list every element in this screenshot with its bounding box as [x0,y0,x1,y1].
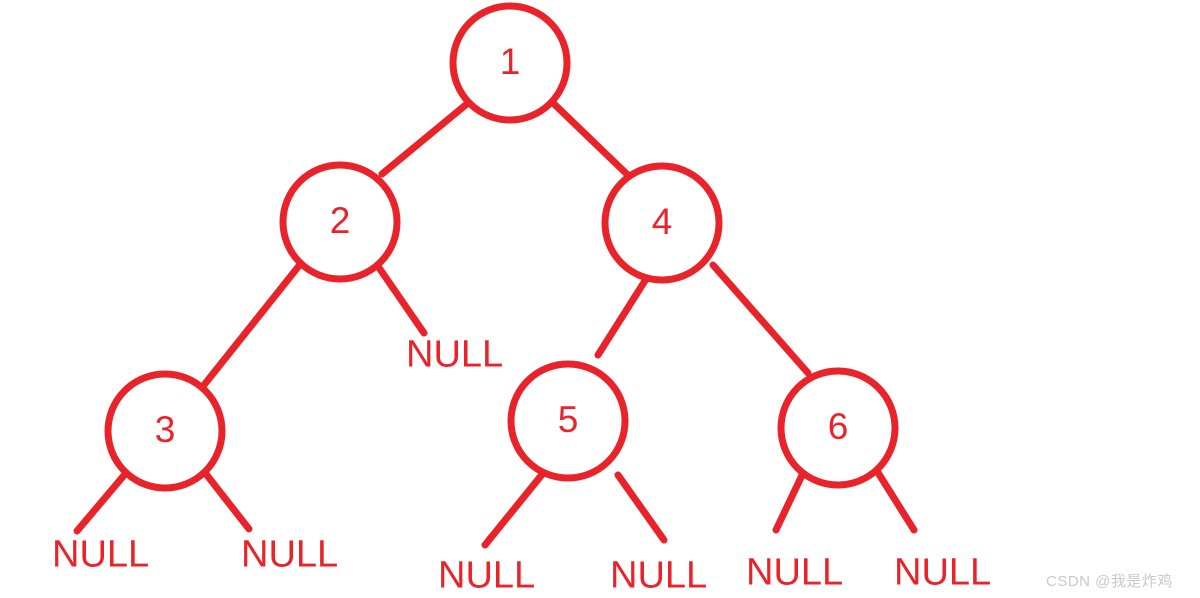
tree-edge-edge-2-3 [200,258,306,389]
tree-edge-edge-6-nullR [873,467,918,534]
null-label-null-2-right: NULL [406,333,503,375]
tree-edge-edge-5-nullR [614,471,668,544]
node-label-6: 6 [828,406,849,447]
node-label-5: 5 [558,399,579,440]
csdn-watermark: CSDN @我是炸鸡 [1046,573,1173,590]
tree-node-6[interactable]: 6 [777,367,899,489]
null-labels-layer: NULL NULL NULL NULL NULL NULL NULL [52,333,991,596]
null-label-null-5-left: NULL [438,554,535,596]
edges-layer [73,97,918,549]
tree-node-2[interactable]: 2 [279,161,401,283]
tree-edge-edge-4-5 [594,272,652,359]
tree-edge-edge-2-null [369,255,428,337]
tree-edge-edge-3-nullL [73,469,130,535]
node-circle-6 [777,367,899,489]
null-label-null-3-left: NULL [52,533,149,575]
node-circle-1 [449,2,571,124]
tree-node-1[interactable]: 1 [449,2,571,124]
null-label-null-5-right: NULL [610,554,707,596]
tree-edge-edge-6-nullL [772,467,808,534]
tree-node-4[interactable]: 4 [601,162,723,284]
tree-edge-edge-4-6 [709,261,812,377]
node-label-4: 4 [652,201,673,242]
node-label-1: 1 [500,41,521,82]
null-label-null-6-left: NULL [746,551,843,593]
node-circle-4 [601,162,723,284]
tree-edge-edge-3-nullR [202,470,253,533]
node-label-2: 2 [330,200,351,241]
node-circle-2 [279,161,401,283]
null-label-null-3-right: NULL [241,533,338,575]
tree-node-3[interactable]: 3 [104,370,226,492]
null-label-null-6-right: NULL [894,551,991,593]
node-label-3: 3 [155,409,176,450]
tree-edge-edge-1-4 [547,97,637,184]
nodes-layer: 1 2 4 3 5 6 [104,2,899,492]
node-circle-5 [507,360,629,482]
tree-node-5[interactable]: 5 [507,360,629,482]
node-circle-3 [104,370,226,492]
tree-edge-edge-1-2 [378,99,472,178]
